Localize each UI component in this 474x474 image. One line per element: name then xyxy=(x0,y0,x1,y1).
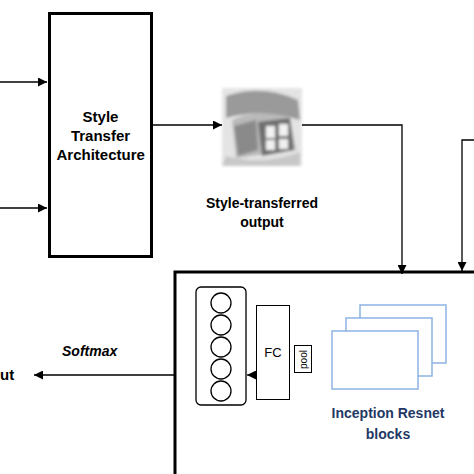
process-box: Style Transfer Architecture xyxy=(48,12,153,258)
node-text: FC xyxy=(264,345,281,360)
flow-arrow xyxy=(302,125,402,274)
block-layer xyxy=(332,331,418,389)
neuron-circle xyxy=(211,337,231,357)
input-line xyxy=(462,140,474,271)
neuron-circle xyxy=(211,359,231,379)
function-label: Softmax xyxy=(62,343,117,359)
node-text: pool xyxy=(298,350,309,369)
neuron-circle xyxy=(211,315,231,335)
block-group: Inception Resnet blocks xyxy=(322,274,454,446)
output-label: ut xyxy=(0,366,14,383)
node-text: Inception Resnet blocks xyxy=(322,403,454,445)
style-transferred-image xyxy=(222,88,302,166)
output-layer xyxy=(196,287,246,405)
flow-arrow xyxy=(153,124,222,125)
input-arrow xyxy=(0,207,47,208)
layer-box: pool xyxy=(294,345,312,373)
neuron-circle xyxy=(211,293,231,313)
classifier-box xyxy=(175,272,474,474)
image-node: Style-transferred output xyxy=(222,88,302,166)
neuron-circle xyxy=(211,381,231,401)
node-text: Style-transferred output xyxy=(190,194,334,232)
input-arrow xyxy=(0,81,47,82)
output-arrow xyxy=(34,374,175,375)
node-text: Style Transfer Architecture xyxy=(57,107,145,164)
internal-arrow xyxy=(247,374,256,375)
layer-box: FC xyxy=(256,305,290,400)
